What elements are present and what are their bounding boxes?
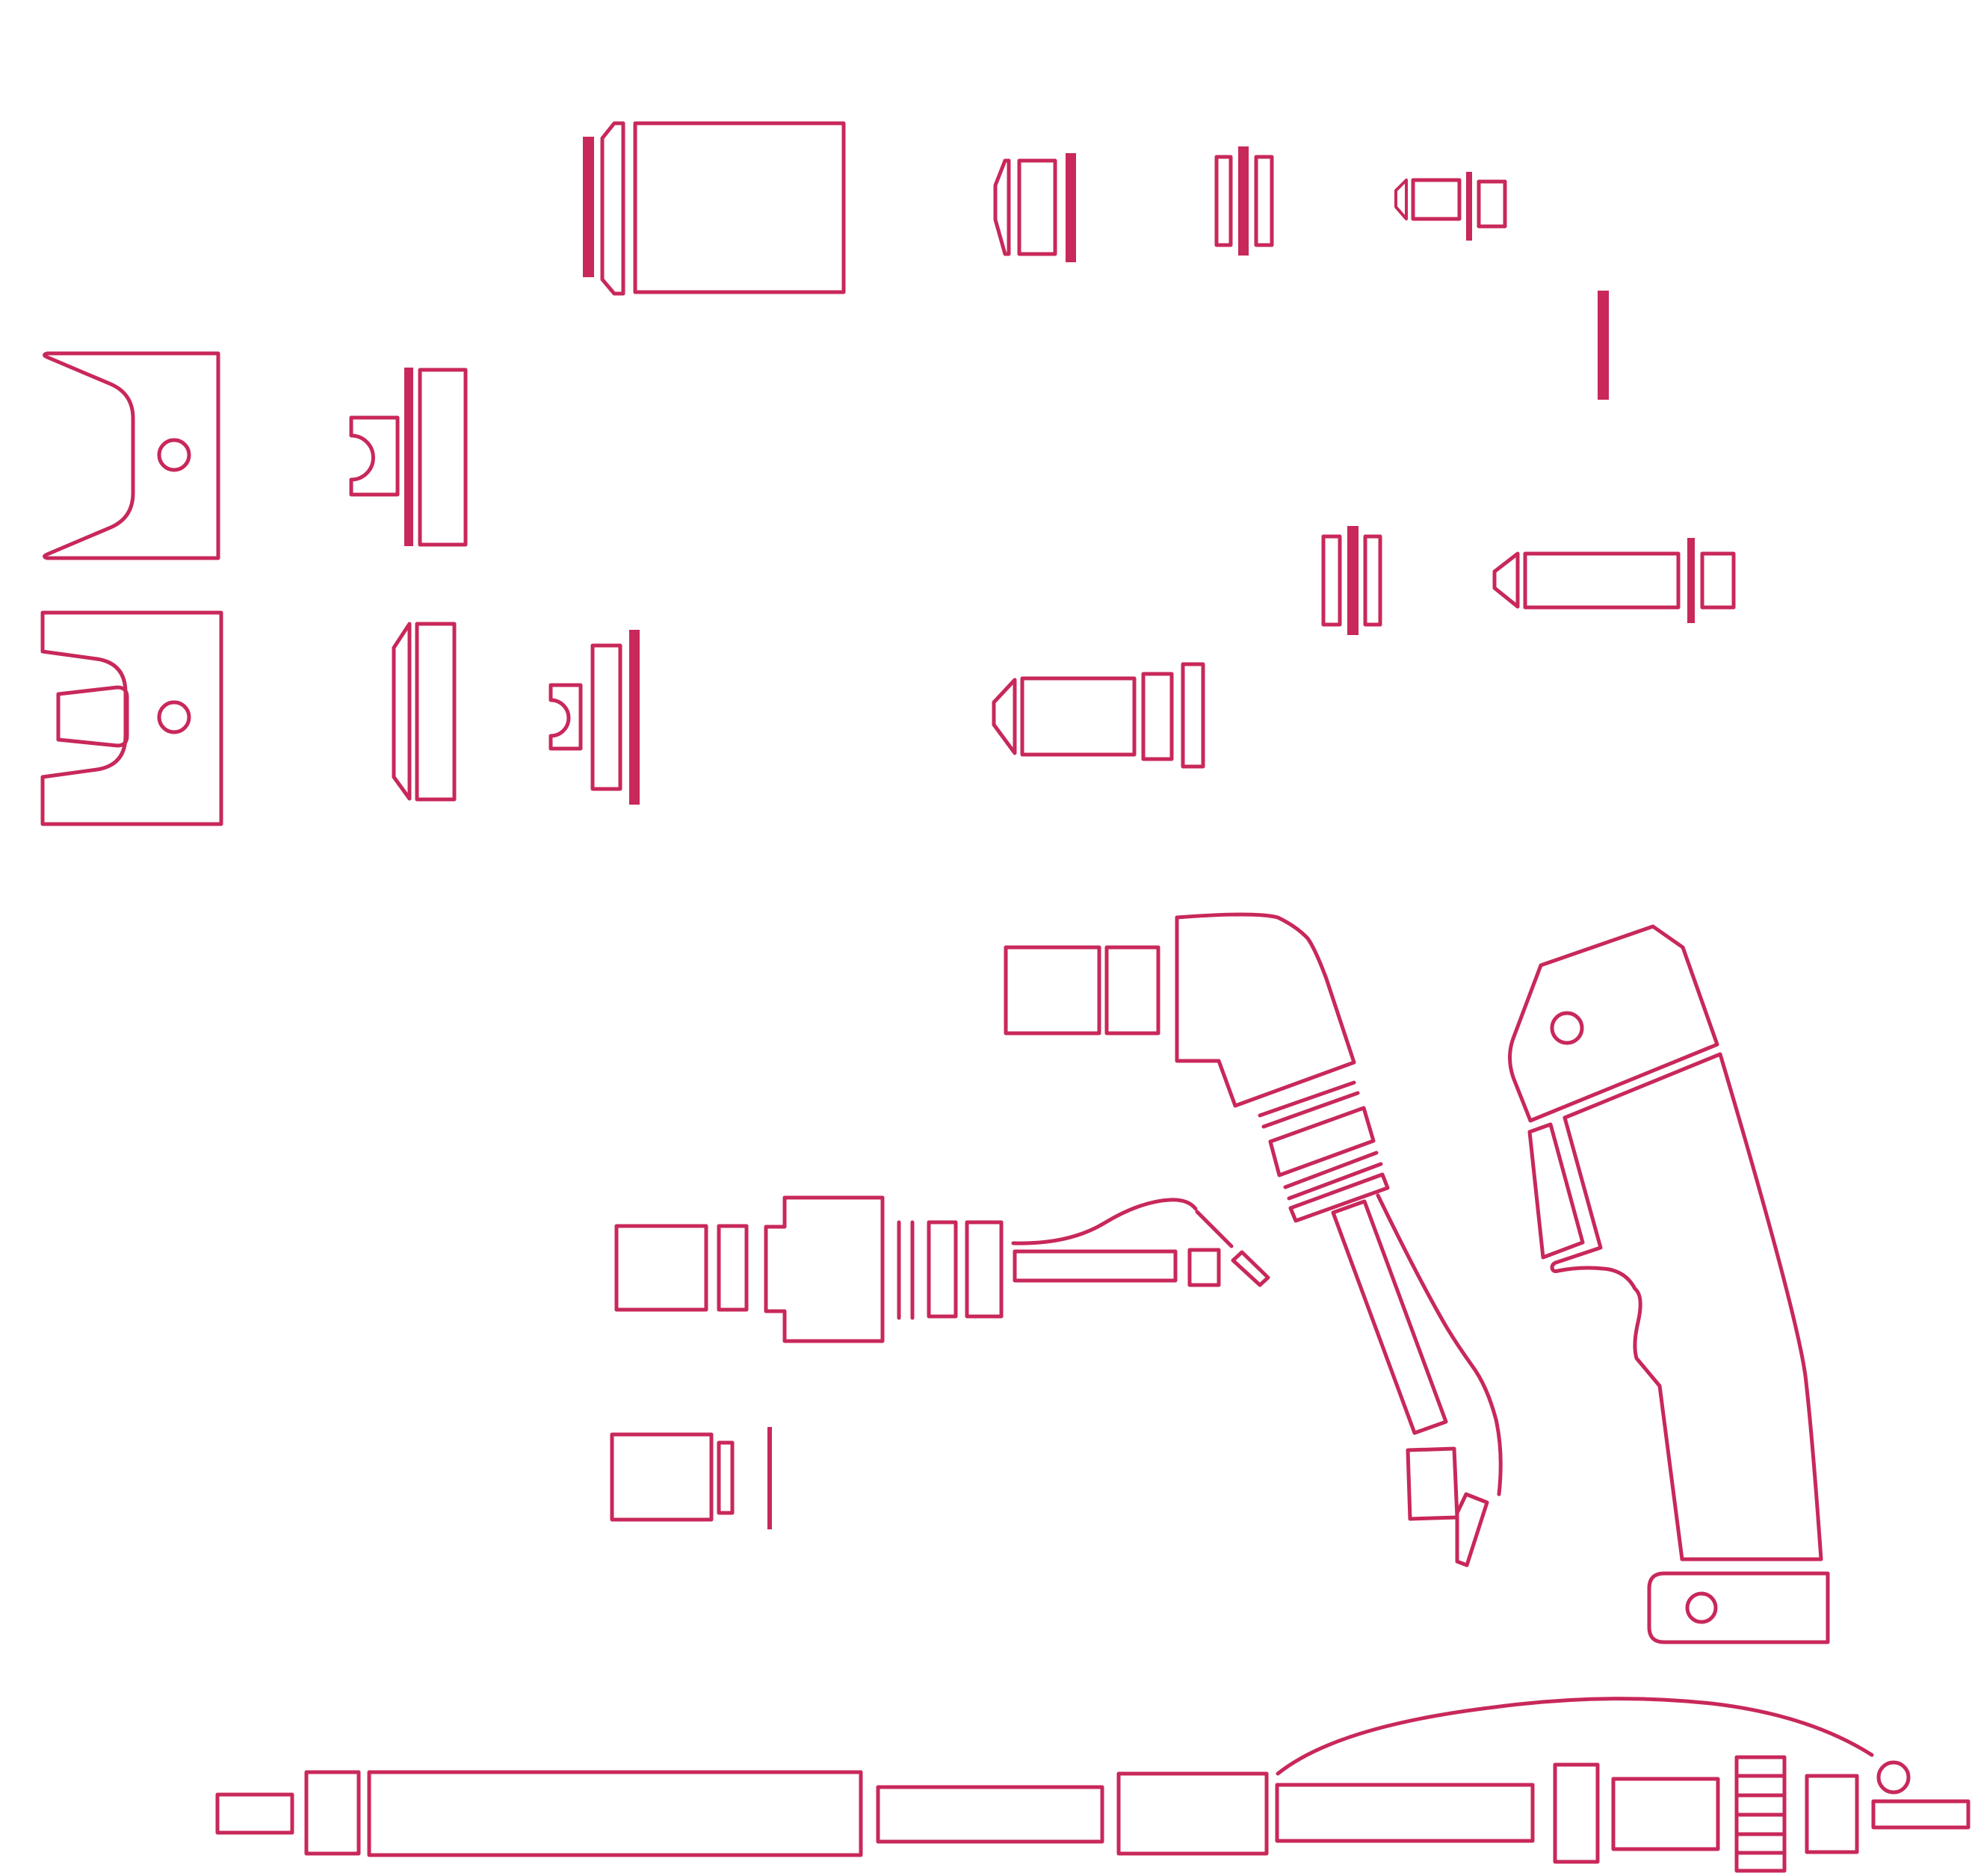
retaining-clip-notched [40,610,223,826]
machine-torch-tube-assembly [215,1697,1971,1873]
spacer-sleeve-part [349,368,468,547]
straight-torch-assembly [614,1195,1270,1343]
torch-head-block [1004,945,1160,1035]
electrode-medium-part [992,662,1205,769]
angled-torch-head-body [1175,912,1503,1567]
insulator-ring-part [1321,526,1382,635]
retaining-clip-v-shaped [43,351,220,560]
nozzle-retainer-part [993,153,1076,262]
gas-diffuser-pin [1598,291,1609,400]
nozzle-adapter-part [610,1427,772,1529]
tapered-cup-part [392,622,457,802]
cup-holder-part [548,630,640,805]
electrode-small-part [1394,172,1507,241]
electrode-long-part [1492,538,1736,623]
swirl-ring-part [1214,146,1274,256]
pistol-grip-handle [1508,924,1830,1644]
shield-cup-assembly-large [583,121,846,296]
